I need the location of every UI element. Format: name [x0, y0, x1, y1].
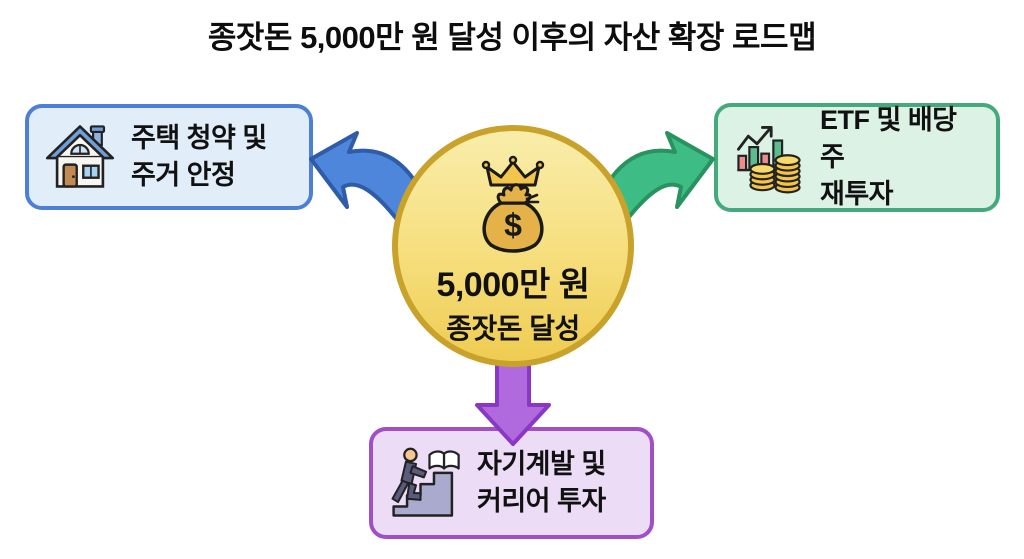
node-etf-line1: ETF 및 배당주 [820, 104, 957, 172]
house-icon [45, 125, 115, 188]
center-amount-label: 5,000만 원 [436, 266, 590, 304]
investment-chart-coins-icon [737, 125, 801, 193]
arrow-to-career-icon [475, 358, 551, 446]
center-goal-label: 종잣돈 달성 [446, 313, 580, 344]
node-career: 자기계발 및 커리어 투자 [369, 427, 654, 539]
money-bag-crown-icon: $ [481, 155, 545, 253]
node-housing: 주택 청약 및 주거 안정 [25, 104, 313, 210]
node-etf-label: ETF 및 배당주 재투자 [820, 102, 980, 214]
node-housing-line2: 주거 안정 [131, 160, 236, 190]
node-housing-line1: 주택 청약 및 [131, 122, 267, 153]
career-stairs-book-icon [391, 447, 460, 517]
node-career-line1: 자기계발 및 [477, 448, 606, 479]
node-etf-line2: 재투자 [820, 179, 894, 210]
node-housing-label: 주택 청약 및 주거 안정 [131, 120, 267, 195]
center-goal-circle: $ 5,000만 원 종잣돈 달성 [392, 125, 634, 367]
diagram-title: 종잣돈 5,000만 원 달성 이후의 자산 확장 로드맵 [207, 20, 817, 55]
svg-text:$: $ [504, 207, 522, 243]
node-etf: ETF 및 배당주 재투자 [714, 103, 1000, 212]
node-career-label: 자기계발 및 커리어 투자 [477, 446, 606, 521]
node-career-line2: 커리어 투자 [477, 486, 606, 516]
